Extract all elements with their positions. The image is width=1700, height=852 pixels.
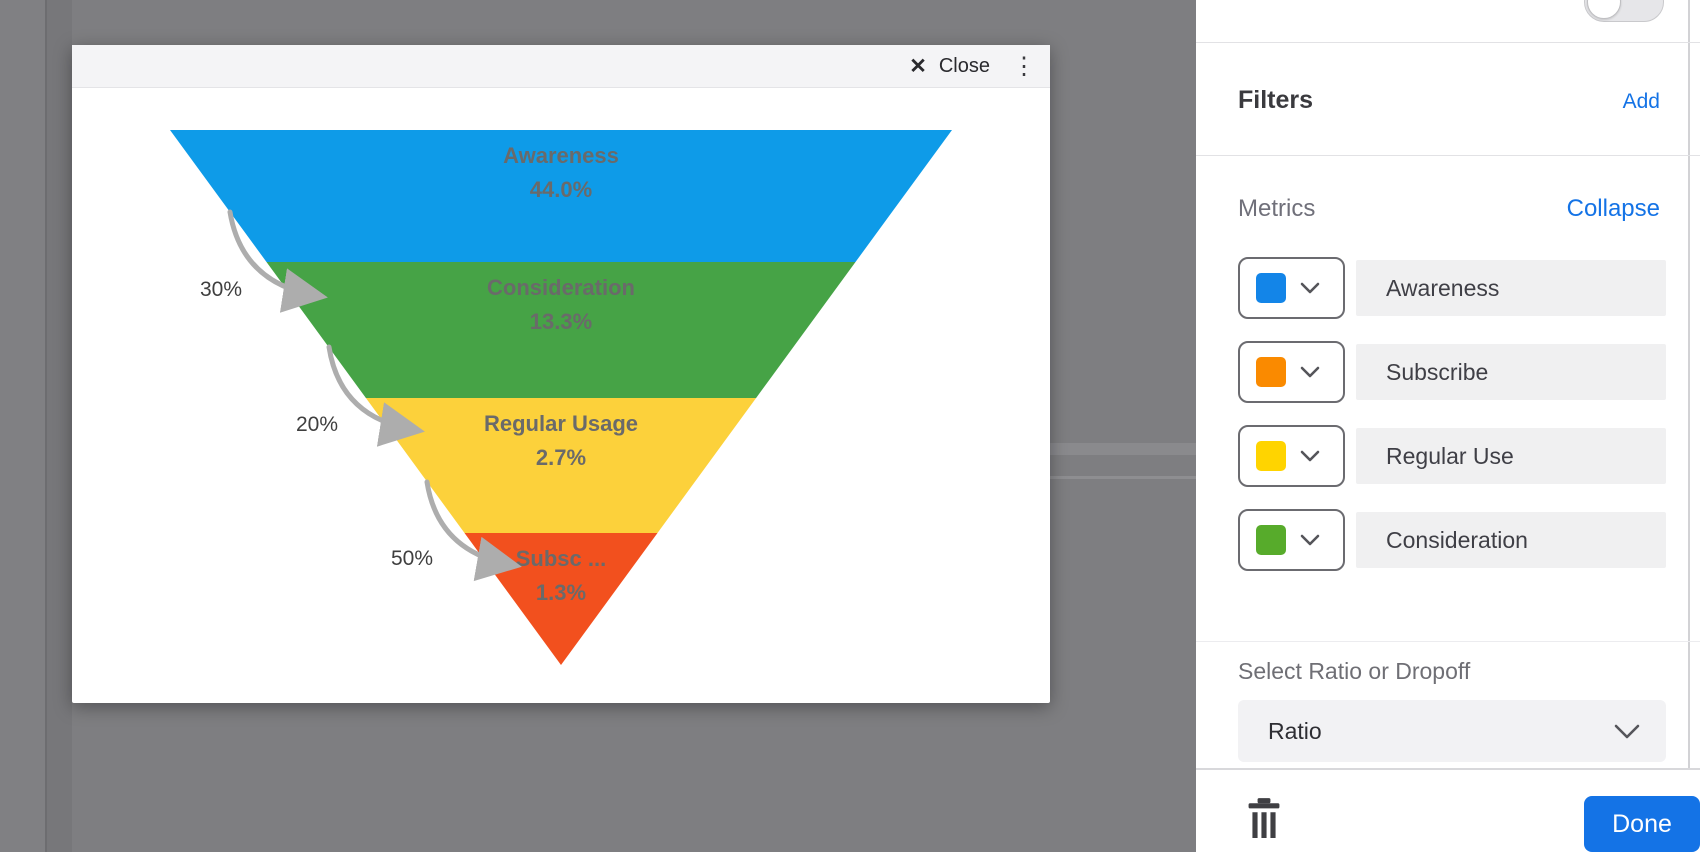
chevron-down-icon [1614, 724, 1640, 739]
close-button[interactable]: ✕ Close [909, 45, 990, 88]
dropoff-percentage-label: 30% [200, 278, 242, 301]
ratio-dropdown-value: Ratio [1268, 717, 1322, 744]
metric-row: Consideration [1238, 509, 1666, 571]
close-button-label: Close [938, 55, 990, 77]
funnel-stage-label: Subsc ... [516, 546, 606, 571]
metric-label: Awareness [1386, 274, 1500, 301]
delete-chart-button[interactable] [1246, 798, 1282, 842]
color-swatch [1256, 441, 1286, 471]
funnel-stage-1[interactable] [170, 130, 952, 262]
divider [1196, 641, 1700, 642]
metric-row: Subscribe [1238, 341, 1666, 403]
metric-label-bar: Subscribe [1356, 344, 1666, 400]
funnel-stage-3[interactable] [365, 398, 757, 533]
color-swatch [1256, 357, 1286, 387]
ratio-dropdown[interactable]: Ratio [1238, 700, 1666, 762]
metric-label: Regular Use [1386, 442, 1514, 469]
metric-label-bar: Awareness [1356, 260, 1666, 316]
close-icon: ✕ [909, 55, 927, 78]
funnel-stage-value: 1.3% [536, 580, 586, 605]
done-button[interactable]: Done [1584, 796, 1700, 852]
dropoff-percentage-label: 50% [391, 547, 433, 570]
metric-label-bar: Consideration [1356, 512, 1666, 568]
add-filter-link[interactable]: Add [1622, 90, 1660, 113]
chevron-down-icon [1300, 534, 1320, 546]
toggle-switch[interactable] [1584, 0, 1664, 22]
funnel-stage-label: Regular Usage [484, 411, 638, 436]
dropoff-arrow [326, 344, 425, 447]
metric-label: Subscribe [1386, 358, 1489, 385]
color-swatch-dropdown[interactable] [1238, 425, 1345, 487]
divider [1196, 155, 1700, 156]
metric-row: Awareness [1238, 257, 1666, 319]
done-button-label: Done [1612, 809, 1672, 838]
color-swatch-dropdown[interactable] [1238, 341, 1345, 403]
chevron-down-icon [1300, 366, 1320, 378]
chart-preview-modal: ✕ Close ⋮ Awareness 44.0% Consideration 13.… [72, 45, 1050, 703]
funnel-stage-2[interactable] [266, 262, 856, 398]
background-panel-column [47, 0, 72, 852]
metrics-section-title: Metrics [1238, 195, 1316, 222]
funnel-stage-value: 13.3% [530, 309, 592, 334]
funnel-stage-label: Awareness [503, 143, 619, 168]
filters-section-title: Filters [1238, 86, 1314, 114]
toggle-knob [1587, 0, 1621, 19]
metric-label: Consideration [1386, 526, 1528, 553]
sidebar-edge-line [1688, 0, 1690, 770]
funnel-stage-value: 44.0% [530, 177, 592, 202]
color-swatch [1256, 273, 1286, 303]
color-swatch-dropdown[interactable] [1238, 509, 1345, 571]
chevron-down-icon [1300, 282, 1320, 294]
funnel-stage-label: Consideration [487, 275, 635, 300]
funnel-chart: Awareness 44.0% Consideration 13.3% Regular … [170, 130, 952, 665]
metric-row: Regular Use [1238, 425, 1666, 487]
color-swatch-dropdown[interactable] [1238, 257, 1345, 319]
metric-label-bar: Regular Use [1356, 428, 1666, 484]
trash-icon [1248, 798, 1280, 838]
collapse-metrics-link[interactable]: Collapse [1566, 195, 1660, 222]
kebab-menu-icon[interactable]: ⋮ [1012, 53, 1036, 80]
dropoff-percentage-label: 20% [296, 413, 338, 436]
chevron-down-icon [1300, 450, 1320, 462]
background-content-band [1050, 476, 1196, 479]
dropoff-arrow [424, 479, 522, 582]
divider [1196, 768, 1700, 770]
ratio-section-label: Select Ratio or Dropoff [1238, 658, 1471, 684]
background-panel-edge [45, 0, 47, 852]
funnel-stage-value: 2.7% [536, 445, 586, 470]
divider [1196, 42, 1700, 43]
color-swatch [1256, 525, 1286, 555]
modal-header: ✕ Close ⋮ [72, 45, 1050, 88]
background-content-band [1050, 443, 1196, 455]
dropoff-arrow [227, 209, 328, 313]
chart-settings-sidebar: Filters Add Metrics Collapse Awareness S… [1196, 0, 1700, 852]
background-panel-left [0, 0, 45, 852]
